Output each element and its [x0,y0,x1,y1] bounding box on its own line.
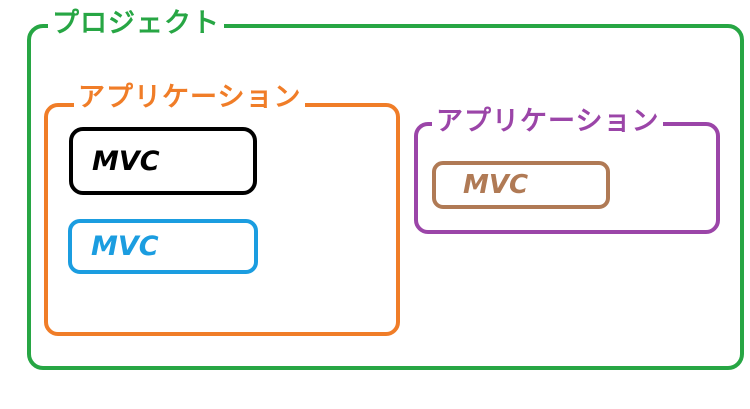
mvc-box-blue: MVC [68,219,258,274]
mvc-label: MVC [92,145,160,177]
project-box [27,24,744,370]
mvc-label: MVC [91,231,159,262]
mvc-box-black: MVC [69,127,257,195]
project-title: プロジェクト [48,10,224,37]
mvc-label: MVC [463,170,529,200]
application-title-right: アプリケーション [432,108,664,135]
application-title-left: アプリケーション [74,84,306,111]
mvc-box-brown: MVC [432,161,610,209]
